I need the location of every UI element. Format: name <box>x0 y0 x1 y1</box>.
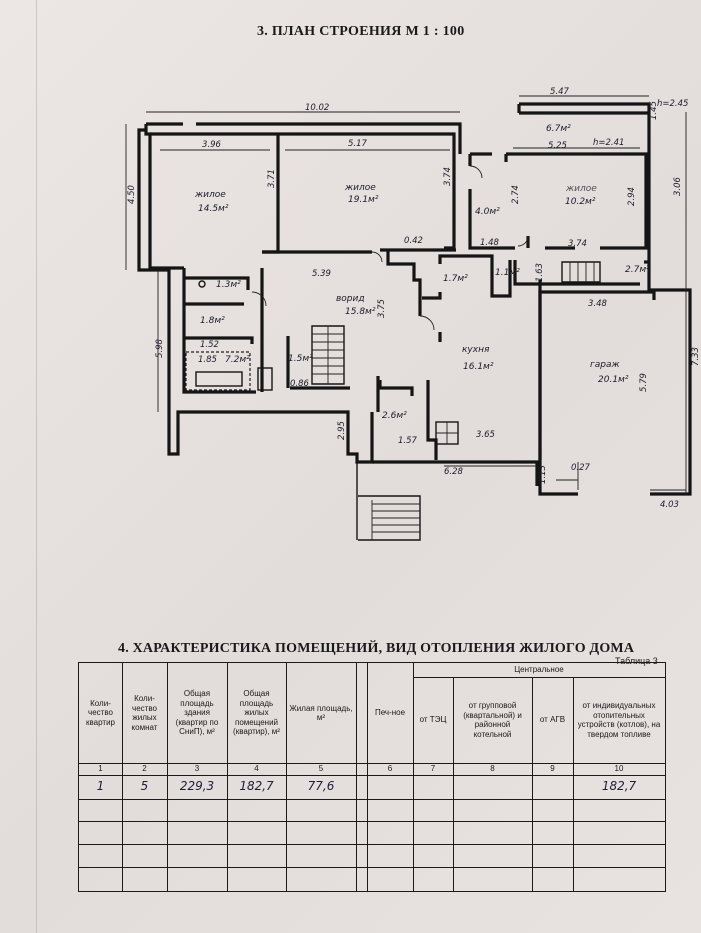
column-number: 4 <box>254 764 259 773</box>
table-cell-living-premises-area: 182,7 <box>239 779 274 793</box>
room-area-hall: 15.8м² <box>345 307 376 317</box>
floor-plan: жилое 14.5м² жилое 19.1м² жилое 10.2м² в… <box>125 87 701 541</box>
dimension-label: 1.57 <box>398 436 418 446</box>
room-name-hall: ворид <box>336 294 365 304</box>
column-number: 2 <box>142 764 147 773</box>
room-area-living3: 10.2м² <box>565 197 596 207</box>
dimension-label: 2.95 <box>337 421 347 440</box>
room-name-living2: жилое <box>344 183 376 193</box>
table-cell-rooms: 5 <box>140 779 149 793</box>
dimension-label: 3.74 <box>568 239 587 249</box>
dimension-label: 3.75 <box>377 299 387 318</box>
dimension-label: 5.17 <box>348 139 368 149</box>
dimension-label: 1.48 <box>480 238 500 248</box>
column-number: 6 <box>387 764 393 773</box>
page-fold-line <box>36 0 37 933</box>
table-cell-apartments: 1 <box>96 779 105 793</box>
table-number: Таблица 3 <box>615 656 658 666</box>
dimension-label: 5.98 <box>155 338 165 358</box>
dimension-label: 6.28 <box>444 467 464 477</box>
column-number: 8 <box>490 764 495 773</box>
table-cell-total-area: 229,3 <box>179 779 215 793</box>
room-area-small: 2.6м² <box>382 411 407 421</box>
table-header-cell: от АГВ <box>539 715 566 725</box>
column-number: 3 <box>194 764 200 773</box>
column-number: 10 <box>614 764 624 773</box>
table-header-cell: от групповой (квартальной) и районной ко… <box>463 701 522 739</box>
table-header-cell: от индивидуальных отопительных устройств… <box>577 701 661 739</box>
room-area-small: 1.7м² <box>443 274 468 284</box>
column-number: 1 <box>98 764 103 773</box>
dimension-label: 1.45 <box>649 101 659 120</box>
dimension-label: 0.27 <box>571 463 591 473</box>
dimension-label: 1.85 <box>198 355 217 365</box>
column-number: 5 <box>318 764 324 773</box>
dimension-label: 7.33 <box>691 347 701 366</box>
room-area-garage: 20.1м² <box>598 375 629 385</box>
dimension-label: 3.71 <box>267 169 277 188</box>
table-group-header: Центральное <box>514 665 564 675</box>
dimension-label: 5.25 <box>548 141 567 151</box>
room-name-garage: гараж <box>590 360 620 370</box>
dimension-label: 1.52 <box>200 340 219 350</box>
room-area-kitchen: 16.1м² <box>463 362 494 372</box>
dimension-label: 3.74 <box>443 167 453 186</box>
dimension-label: 10.02 <box>305 103 329 113</box>
rooms-heating-table: Центральное Коли-чество квартир Коли-чес… <box>78 662 666 892</box>
table-header-cell: Коли-чество квартир <box>86 698 115 727</box>
table-header-cell: Общая площадь здания (квартир по СниП), … <box>175 689 219 737</box>
room-name-kitchen: кухня <box>462 345 490 355</box>
room-area-small: 2.7м² <box>625 265 650 275</box>
room-area-small: 1.8м² <box>200 316 225 326</box>
section-title: 4. ХАРАКТЕРИСТИКА ПОМЕЩЕНИЙ, ВИД ОТОПЛЕН… <box>118 641 635 656</box>
room-area-small: 6.7м² <box>546 124 571 134</box>
column-number: 7 <box>430 764 436 773</box>
room-name-living1: жилое <box>194 190 226 200</box>
dimension-label: h=2.45 <box>657 99 688 109</box>
room-area-small: 1.1м² <box>495 268 520 278</box>
dimension-label: 1.63 <box>535 263 545 282</box>
room-area-small: 1.5м² <box>288 354 313 364</box>
room-area-small: 1.3м² <box>216 280 241 290</box>
table-header-cell: Жилая площадь, м² <box>289 703 353 723</box>
dimension-label: 3.48 <box>588 299 608 309</box>
table-header-cell: Общая площадь жилых помещений (квартир),… <box>233 689 280 737</box>
room-area-living1: 14.5м² <box>198 204 229 214</box>
dimension-label: 4.03 <box>660 500 679 510</box>
dimension-label: 2.94 <box>627 187 637 206</box>
dimension-label: h=2.41 <box>593 138 624 148</box>
column-number: 9 <box>550 764 555 773</box>
dimension-label: 5.47 <box>550 87 570 97</box>
dimension-label: 4.50 <box>127 185 137 204</box>
table-cell-individual-heating: 182,7 <box>601 779 637 793</box>
table-header-cell: от ТЭЦ <box>419 715 447 725</box>
dimension-label: 2.74 <box>511 185 521 204</box>
dimension-label: 5.79 <box>639 373 649 392</box>
dimension-label: 0.42 <box>404 236 423 246</box>
table-header-cell: Печ-ное <box>374 708 406 718</box>
room-area-small: 4.0м² <box>475 207 500 217</box>
table-header-cell: Коли-чество жилых комнат <box>131 694 158 732</box>
room-area-living2: 19.1м² <box>348 195 379 205</box>
plan-title: 3. ПЛАН СТРОЕНИЯ М 1 : 100 <box>257 24 465 39</box>
dimension-label: 1.13 <box>538 465 548 484</box>
dimension-label: 3.06 <box>673 176 683 196</box>
dimension-label: 3.96 <box>202 140 222 150</box>
dimension-label: 3.65 <box>476 430 495 440</box>
table-cell-living-area: 77,6 <box>307 779 335 793</box>
room-name-living3: жилое <box>565 184 597 194</box>
room-area-small: 7.2м² <box>225 355 250 365</box>
dimension-label: 0.86 <box>290 379 310 389</box>
dimension-label: 5.39 <box>312 269 331 279</box>
